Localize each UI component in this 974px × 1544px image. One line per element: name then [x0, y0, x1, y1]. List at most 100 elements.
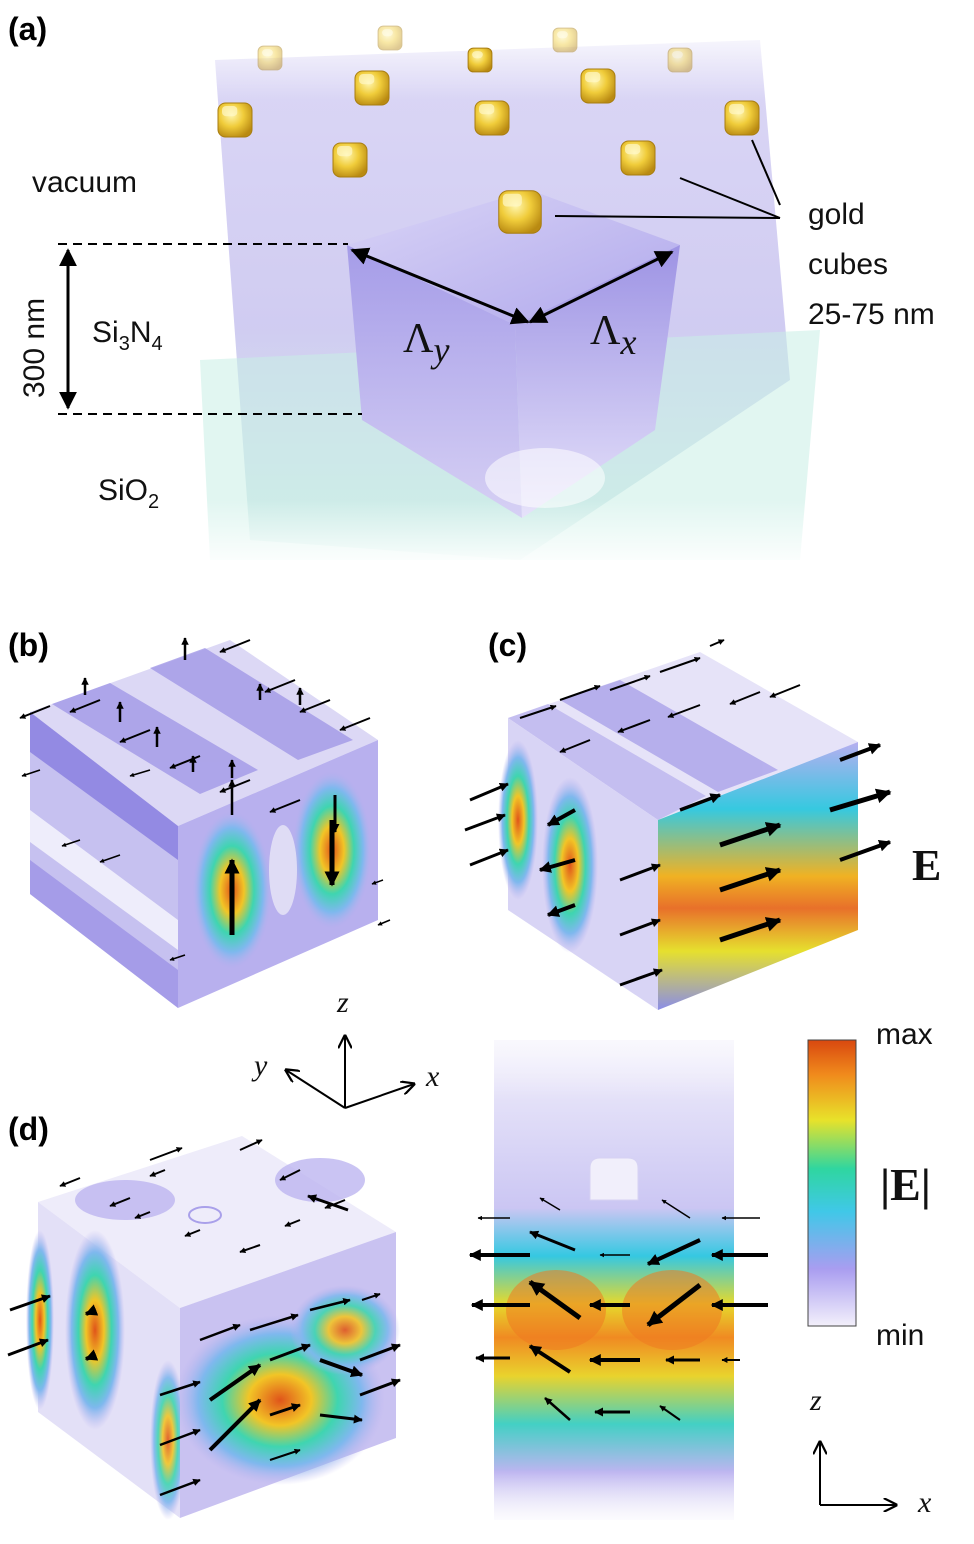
field-arrow [299, 699, 331, 713]
field-arrow [464, 813, 506, 832]
axis-y-label: y [251, 1049, 268, 1082]
cross-section [468, 1040, 768, 1520]
field-arrow [619, 968, 663, 987]
field-arrow [609, 674, 651, 691]
axis2d-z-label: z [809, 1384, 822, 1417]
field-arrow [839, 840, 892, 862]
panel-c-label: (c) [488, 627, 527, 663]
cross-section-cube [589, 1157, 639, 1201]
field-arrow [84, 1349, 99, 1361]
field-arrow [239, 1244, 261, 1254]
field-arrow [719, 822, 782, 848]
field-arrow [559, 739, 591, 753]
field-arrow [169, 954, 186, 961]
gold-cube [332, 142, 368, 178]
field-arrow [528, 1344, 572, 1374]
panel-c: (c) E [464, 627, 941, 1010]
axis-x-arrow [344, 1084, 414, 1109]
field-arrow [307, 1194, 349, 1212]
field-arrow [619, 918, 661, 937]
colorbar-gradient [807, 1039, 857, 1327]
field-arrow [61, 839, 81, 847]
gold-cube [667, 47, 693, 73]
field-arrow [729, 691, 761, 705]
field-arrow [529, 1230, 576, 1252]
panel-d-label: (d) [8, 1111, 49, 1147]
field-arrow [319, 1358, 364, 1378]
sio2-label: SiO2 [98, 474, 159, 513]
colorbar-max-label: max [876, 1018, 933, 1051]
field-arrow [359, 1378, 401, 1397]
field-arrow [84, 1304, 99, 1316]
field-arrow [208, 1363, 262, 1402]
field-arrow [359, 1343, 401, 1362]
gold-cube-array [217, 25, 760, 234]
field-arrow [134, 1211, 151, 1219]
field-arrow [528, 1279, 582, 1321]
field-arrows-c [464, 639, 892, 987]
gold-cube [474, 100, 510, 136]
field-arrow [539, 1197, 561, 1211]
field-arrow [546, 903, 576, 917]
field-arrow [538, 858, 576, 873]
field-arrow [21, 769, 41, 777]
field-arrow [361, 1292, 381, 1301]
thickness-label: 300 nm [18, 298, 51, 398]
field-arrows-b [19, 637, 391, 961]
field-arrow [646, 1283, 702, 1327]
field-arrow [59, 1177, 81, 1187]
field-arrow [544, 1397, 571, 1421]
field-arrow [559, 684, 601, 701]
field-arrow [469, 782, 509, 802]
field-arrow [219, 639, 251, 653]
field-arrow [269, 1403, 301, 1417]
gold-cube [257, 45, 283, 71]
field-arrow [7, 1338, 49, 1357]
field-arrow [659, 656, 701, 673]
gold-label-1: gold [808, 198, 865, 231]
leader-line-1 [554, 215, 781, 219]
panel-a-label: (a) [8, 11, 47, 47]
field-arrow [249, 1313, 299, 1332]
cube-b-top [30, 640, 378, 826]
colorbar: max min |E| [807, 1018, 933, 1352]
field-arrow [546, 808, 576, 827]
axis-x-label: x [425, 1060, 440, 1093]
lambda-x-label: Λx [590, 308, 636, 362]
axes-3d: z y x [251, 986, 440, 1109]
field-arrow [769, 684, 801, 698]
gold-cube [498, 190, 542, 234]
gold-cube [552, 27, 578, 53]
gold-cube [217, 102, 253, 138]
colorbar-quantity-label: |E| [880, 1159, 931, 1210]
field-arrow [199, 1323, 241, 1342]
panel-a: (a) Λy Λx 300 nm vacuum Si3N4 SiO2 gold … [8, 11, 935, 570]
leader-line-3 [751, 139, 781, 206]
field-arrow [184, 1229, 201, 1237]
field-label-E: E [912, 841, 941, 890]
field-arrow [659, 1405, 681, 1421]
field-arrow [269, 799, 301, 813]
field-arrow [469, 848, 509, 867]
field-arrow [619, 863, 661, 882]
vacuum-label: vacuum [32, 166, 137, 199]
field-arrow [319, 1413, 363, 1424]
lambda-y-label: Λy [403, 316, 449, 370]
field-arrow [159, 1428, 201, 1447]
leader-line-2 [679, 177, 781, 219]
field-arrow [829, 788, 892, 813]
field-arrow [69, 699, 101, 713]
field-arrow [667, 704, 701, 718]
field-arrow [239, 1139, 263, 1151]
gold-cube [580, 68, 616, 104]
axis-z-label: z [336, 986, 349, 1019]
axes-2d: z x [809, 1384, 932, 1519]
gold-cube [467, 47, 493, 73]
field-arrow [377, 919, 391, 926]
lambda-x-arrow [528, 250, 674, 324]
field-arrow [279, 1169, 301, 1181]
field-arrow [264, 679, 296, 693]
field-arrow [129, 769, 151, 777]
field-arrow [159, 1478, 201, 1497]
